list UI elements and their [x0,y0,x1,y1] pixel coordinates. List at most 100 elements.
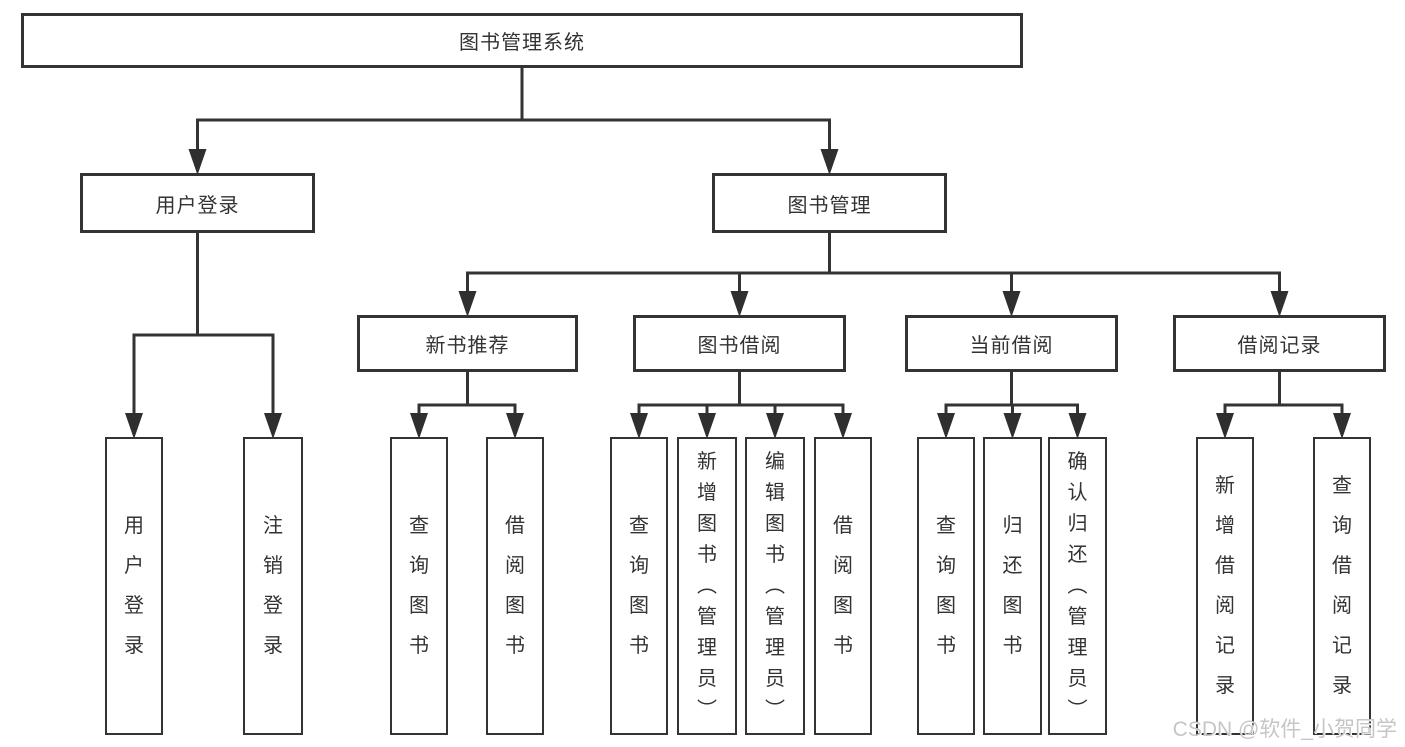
node-label-char: 借 [1332,555,1352,577]
node-label-char: 管 [697,605,717,628]
node-label-char: ︵ [1067,574,1088,597]
node-label: 图书借阅 [697,335,782,357]
node-cb-return: 归还图书 [983,437,1042,735]
node-label-char: 记 [1215,635,1235,657]
node-label-char: 询 [936,555,956,577]
node-label-char: 管 [1067,605,1088,628]
arrowhead [410,413,428,439]
node-label-char: 员 [697,667,717,690]
node-label-char: 书 [833,635,853,657]
node-label-char: 借 [1215,555,1235,577]
node-label-char: 销 [263,555,283,577]
node-br-query: 查询借阅记录 [1313,437,1371,735]
node-label-char: ︶ [697,698,717,721]
node-label-char: 图 [1002,595,1023,617]
node-label-char: 编 [765,450,785,473]
node-label-char: 询 [409,555,429,577]
node-label-char: 增 [697,481,717,504]
node-label-char: 注 [263,515,283,537]
arrowhead [1270,291,1289,317]
node-label-char: 增 [1215,515,1235,537]
node-ul-login: 用户登录 [105,437,163,735]
node-label-char: 查 [936,515,956,537]
node-label-char: 还 [1067,543,1088,566]
arrowhead [458,291,477,317]
node-label-char: 图 [936,595,956,617]
arrowhead [730,291,749,317]
node-label-char: 认 [1067,481,1088,504]
node-label-char: 新 [1215,475,1235,497]
node-label-char: 用 [124,515,144,537]
node-cb-confirm: 确认归还︵管理员︶ [1048,437,1107,735]
node-label: 用户登录 [155,194,240,217]
arrowhead [1002,291,1021,317]
node-label-char: 归 [1067,512,1088,535]
node-nbr-borrow: 借阅图书 [486,437,544,735]
node-root: 图书管理系统 [21,13,1023,68]
node-label: 借阅记录 [1237,335,1322,357]
arrowhead [630,413,648,439]
node-cb-query: 查询图书 [917,437,975,735]
node-bb-edit: 编辑图书︵管理员︶ [745,437,805,735]
node-label-char: 询 [629,555,649,577]
arrowhead [264,413,282,439]
node-label-char: 理 [697,636,717,659]
node-label-char: 辑 [765,481,785,504]
node-label-char: 书 [697,543,717,566]
node-label-char: 查 [409,515,429,537]
node-label-char: 图 [833,595,853,617]
node-label-char: 录 [1215,675,1235,697]
node-book-mgmt: 图书管理 [712,173,947,233]
arrowhead [766,413,784,439]
arrowhead [820,149,839,175]
node-label: 当前借阅 [969,335,1054,357]
node-label-char: 员 [765,667,785,690]
node-label-char: 录 [124,635,144,657]
node-label-char: 理 [765,636,785,659]
arrowhead [1216,413,1234,439]
node-label-char: 图 [409,595,429,617]
watermark: CSDN @软件_小贺同学 [1172,718,1397,741]
node-label-char: 确 [1067,450,1088,473]
node-label-char: 图 [765,512,785,535]
arrowhead [188,149,207,175]
node-label-char: 借 [505,515,525,537]
node-new-book-rec: 新书推荐 [357,315,578,372]
node-label-char: 录 [263,635,283,657]
arrowhead [1003,413,1022,439]
node-nbr-query: 查询图书 [390,437,448,735]
node-label-char: 询 [1332,515,1352,537]
node-bb-add: 新增图书︵管理员︶ [677,437,737,735]
node-label-char: 图 [697,512,717,535]
arrowhead [834,413,852,439]
node-label-char: 阅 [505,555,525,577]
node-label-char: 还 [1002,555,1023,577]
node-label-char: 新 [697,450,717,473]
node-label-char: 阅 [833,555,853,577]
arrowhead [937,413,955,439]
node-borrow-record: 借阅记录 [1173,315,1386,372]
node-label-char: 书 [936,635,956,657]
node-current-borrow: 当前借阅 [905,315,1118,372]
node-label-char: 图 [505,595,525,617]
node-label-char: 书 [1002,635,1023,657]
node-label: 新书推荐 [425,335,510,357]
node-label-char: 查 [1332,475,1352,497]
node-label-char: 书 [505,635,525,657]
node-label-char: ︶ [1067,698,1088,721]
node-label-char: 理 [1067,636,1088,659]
node-label: 图书管理系统 [459,32,585,54]
node-label-char: 书 [629,635,649,657]
node-label-char: 书 [765,543,785,566]
node-label-char: ︶ [765,698,785,721]
node-label-char: 阅 [1332,595,1352,617]
node-label-char: 查 [629,515,649,537]
arrowhead [1068,413,1087,439]
node-label: 图书管理 [787,194,872,217]
node-user-login: 用户登录 [80,173,315,233]
node-label-char: ︵ [765,574,785,597]
node-label-char: 记 [1332,635,1352,657]
arrowhead [1333,413,1351,439]
